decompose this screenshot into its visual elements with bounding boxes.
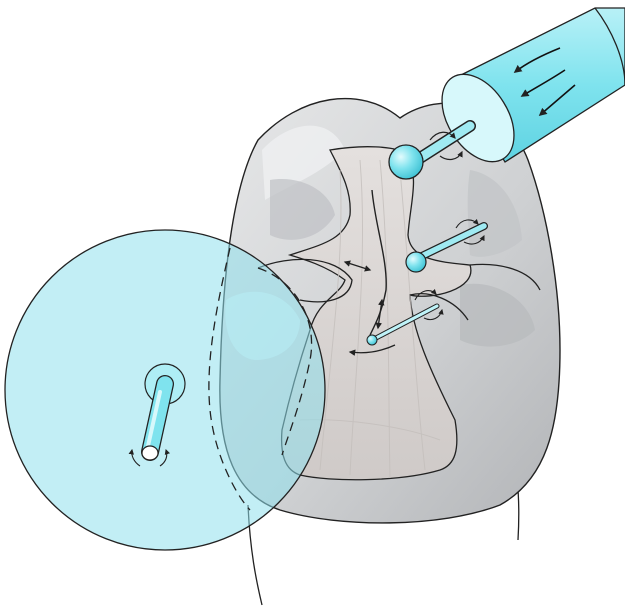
tooth-preparation-illustration: [0, 0, 625, 609]
